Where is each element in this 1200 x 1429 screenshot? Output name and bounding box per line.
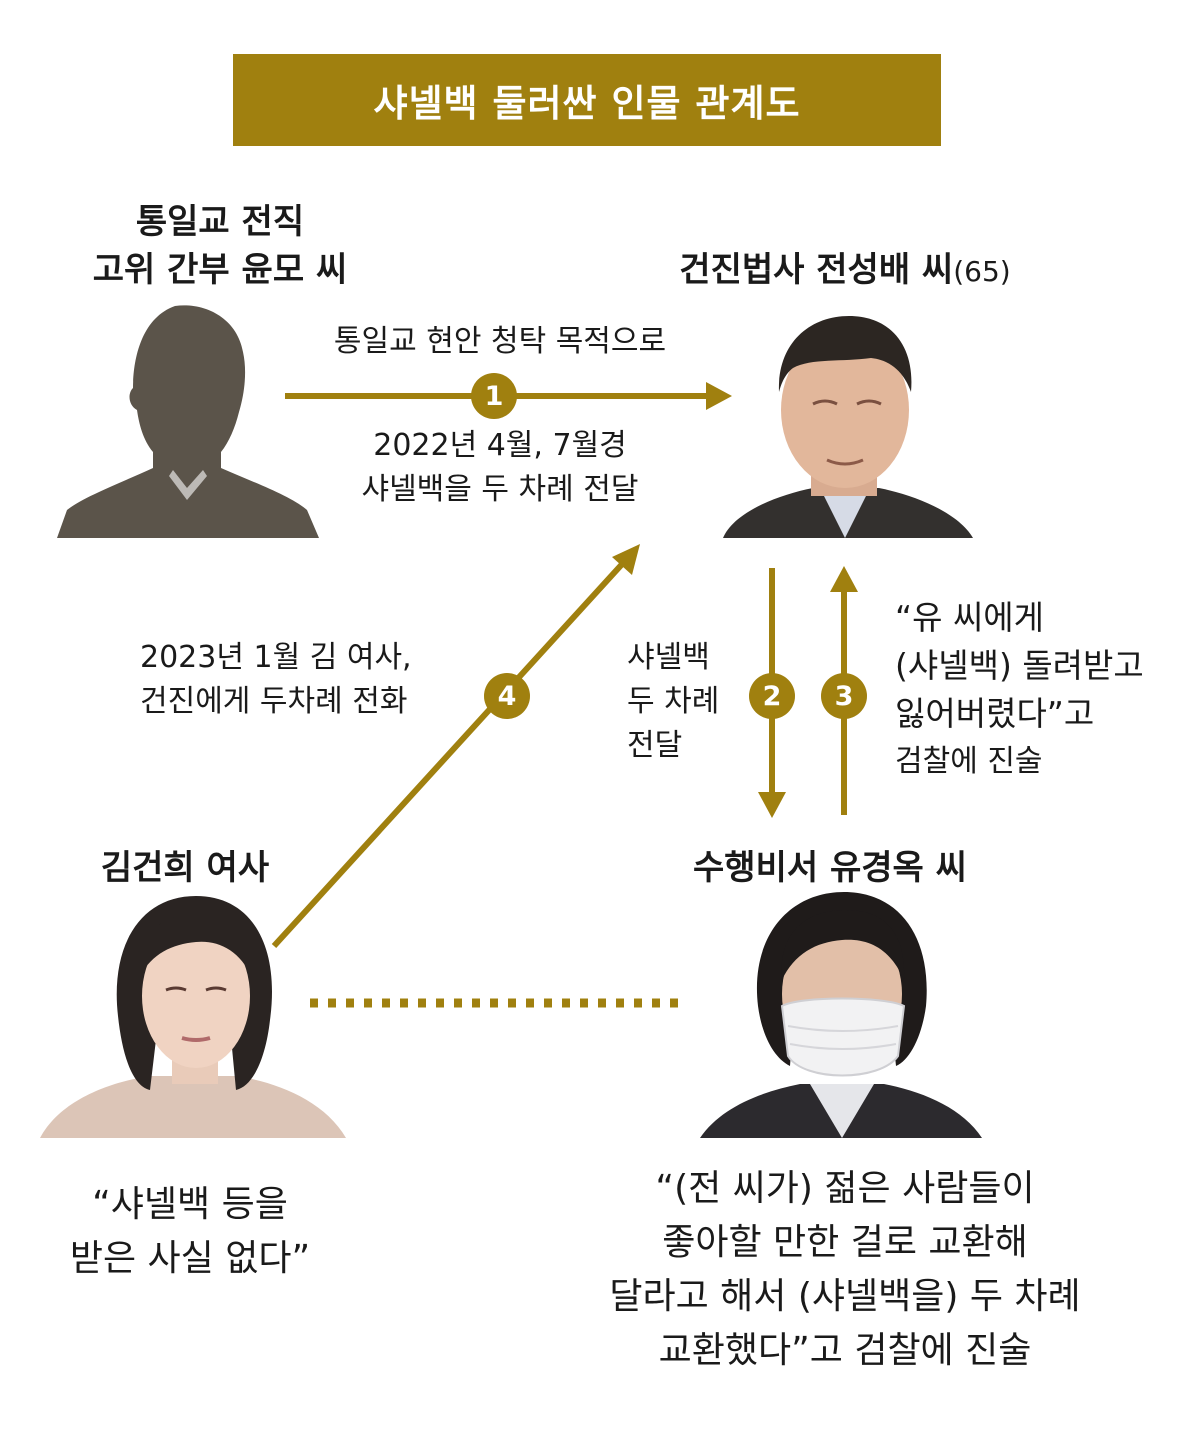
edge-3-arrowhead xyxy=(830,566,858,592)
edge-1-detail: 2022년 4월, 7월경 샤넬백을 두 차례 전달 xyxy=(300,424,700,512)
edge-4-detail: 2023년 1월 김 여사, 건진에게 두차례 전화 xyxy=(140,636,480,724)
yu-photo xyxy=(700,886,982,1138)
yu-quote-line2: 좋아할 만한 걸로 교환해 xyxy=(662,1222,1028,1263)
person-yoon-line1: 통일교 전직 xyxy=(135,202,305,242)
person-jeon-name: 건진법사 전성배 씨 xyxy=(679,250,954,290)
kim-quote-line1: “샤넬백 등을 xyxy=(92,1184,288,1225)
edge-3-line2: (샤넬백) 돌려받고 xyxy=(895,646,1144,685)
person-yu-name: 수행비서 유경옥 씨 xyxy=(693,848,967,888)
title-banner: 샤넬백 둘러싼 인물 관계도 xyxy=(233,54,941,146)
yu-quote-line3: 달라고 해서 (샤넬백을) 두 차례 xyxy=(609,1276,1081,1317)
edge-4-arrowhead xyxy=(612,544,640,575)
edge-2-detail: 샤넬백 두 차례 전달 xyxy=(627,636,747,768)
kim-photo xyxy=(40,886,346,1138)
edge-3-line4: 검찰에 진술 xyxy=(895,744,1043,779)
yu-quote-line4: 교환했다”고 검찰에 진술 xyxy=(658,1330,1032,1371)
edge-3-detail: “유 씨에게 (샤넬백) 돌려받고 잃어버렸다”고 검찰에 진술 xyxy=(895,594,1195,786)
person-yoon-label: 통일교 전직 고위 간부 윤모 씨 xyxy=(60,198,380,294)
kim-quote: “샤넬백 등을 받은 사실 없다” xyxy=(40,1178,340,1286)
page-title: 샤넬백 둘러싼 인물 관계도 xyxy=(373,82,801,125)
edge-2-badge: 2 xyxy=(749,673,795,719)
edge-2-line2: 두 차례 xyxy=(627,684,720,719)
edge-1-date: 2022년 4월, 7월경 xyxy=(373,428,627,463)
edge-4-badge: 4 xyxy=(484,673,530,719)
edge-1-action: 샤넬백을 두 차례 전달 xyxy=(361,472,639,507)
yu-quote: “(전 씨가) 젊은 사람들이 좋아할 만한 걸로 교환해 달라고 해서 (샤넬… xyxy=(555,1162,1135,1378)
edge-1-arrowhead xyxy=(706,382,732,410)
person-yoon-line2: 고위 간부 윤모 씨 xyxy=(92,250,348,290)
edge-4-line1: 2023년 1월 김 여사, xyxy=(140,640,412,675)
edge-1-badge: 1 xyxy=(471,373,517,419)
edge-2-line1: 샤넬백 xyxy=(627,640,710,675)
edge-4-line xyxy=(271,559,627,949)
person-yu-label: 수행비서 유경옥 씨 xyxy=(670,844,990,892)
edge-2-line3: 전달 xyxy=(627,728,683,763)
yoon-silhouette-icon xyxy=(57,305,319,538)
edge-2-arrowhead xyxy=(758,792,786,818)
edge-3-badge: 3 xyxy=(821,673,867,719)
jeon-photo xyxy=(693,300,999,538)
person-kim-label: 김건희 여사 xyxy=(60,844,310,892)
kim-quote-line2: 받은 사실 없다” xyxy=(69,1238,311,1279)
person-kim-name: 김건희 여사 xyxy=(100,848,270,888)
edge-3-line3: 잃어버렸다”고 xyxy=(895,694,1095,733)
person-jeon-label: 건진법사 전성배 씨(65) xyxy=(655,246,1035,296)
edge-1-purpose: 통일교 현안 청탁 목적으로 xyxy=(333,324,667,359)
edge-3-line1: “유 씨에게 xyxy=(895,598,1045,637)
yu-quote-line1: “(전 씨가) 젊은 사람들이 xyxy=(655,1168,1035,1209)
edge-4-line2: 건진에게 두차례 전화 xyxy=(140,684,408,719)
person-jeon-age: (65) xyxy=(953,255,1011,288)
